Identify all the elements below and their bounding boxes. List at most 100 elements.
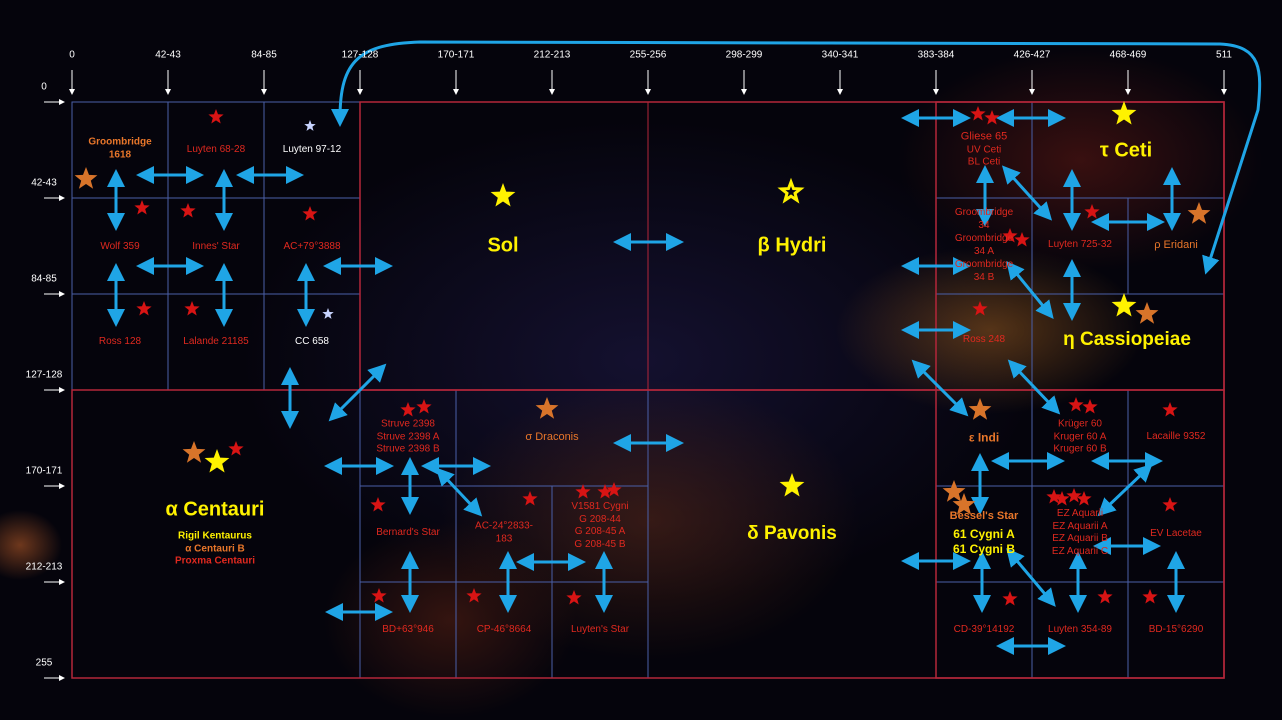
label-bernards-star: Bernard's Star [376,526,440,538]
x-tick-label: 340-341 [821,49,859,61]
red-star [972,301,988,316]
label-ac-24-2833: AC-24°2833-183 [475,520,533,545]
orange-star [968,398,992,420]
white-star [322,308,334,319]
label-alpha-centauri: α Centauri [165,498,265,521]
label-luytens-star: Luyten's Star [570,623,630,635]
label-sigma-draconis: σ Draconis [525,431,579,444]
label-luyten-97-12: Luyten 97-12 [282,143,342,155]
label-tau-ceti: τ Ceti [1099,139,1153,162]
red-star [1054,491,1070,506]
x-tick-label: 298-299 [725,49,763,61]
label-ac-79-3888: AC+79°3888 [283,240,341,252]
orange-star [74,167,98,189]
x-tick-label: 170-171 [437,49,475,61]
yellow-star [490,183,516,207]
red-star [1066,488,1082,503]
x-tick-label: 212-213 [533,49,571,61]
y-tick-label: 84-85 [31,273,57,285]
orange-star [535,397,559,419]
label-bd-63-946: BD+63°946 [382,623,434,635]
label-beta-hydri: β Hydri [757,234,827,257]
red-star [1162,402,1178,417]
orange-star [952,493,976,515]
label-luyten-354-89: Luyten 354-89 [1048,623,1112,635]
label-rho-eridani: ρ Eridani [1154,239,1198,252]
label-ross-128: Ross 128 [98,335,142,347]
red-star [522,491,538,506]
double-arrow [328,363,387,422]
label-eta-cassiopeiae: η Cassiopeiae [1063,329,1191,351]
red-star [1002,228,1018,243]
label-wolf-359: Wolf 359 [100,240,140,252]
y-tick-label: 255 [35,657,53,669]
grid-lines [71,101,1225,679]
y-tick-label: 212-213 [25,561,63,573]
red-star [400,402,416,417]
label-bd-15-6290: BD-15°6290 [1148,623,1204,635]
orange-star [1187,202,1211,224]
label-innes-star: Innes' Star [192,240,240,252]
red-star [134,200,150,215]
double-arrow [1006,548,1056,607]
x-tick-label: 383-384 [917,49,955,61]
yellow-star [779,473,805,497]
double-arrow [1001,165,1053,221]
label-delta-pavonis: δ Pavonis [747,523,837,545]
red-star [575,484,591,499]
red-star [970,106,986,121]
yellow-star [1111,293,1137,317]
y-tick-label: 42-43 [31,177,57,189]
double-arrow [1007,359,1061,415]
hollow-yellow-star [777,177,805,204]
stars [74,101,1211,606]
x-tick-label: 127-128 [341,49,379,61]
yellow-star [1111,101,1137,125]
double-arrow [911,359,969,417]
red-star [984,110,1000,125]
red-star [1082,399,1098,414]
label-epsilon-indi: ε Indi [968,430,1000,445]
red-star [566,590,582,605]
x-tick-label: 511 [1216,49,1232,61]
label-cp-46-8664: CP-46°8664 [476,623,532,635]
label-luyten-68-28: Luyten 68-28 [186,143,246,155]
orange-star [942,480,966,502]
red-star [1002,591,1018,606]
red-star [370,497,386,512]
label-cd-39-14192: CD-39°14192 [953,623,1015,635]
red-star [180,203,196,218]
red-star [1068,397,1084,412]
red-star [371,588,387,603]
x-tick-label: 0 [69,49,75,61]
x-tick-label: 468-469 [1109,49,1147,61]
orange-star [1135,302,1159,324]
double-arrow [435,467,483,517]
axis-tick-arrows [44,70,1227,681]
label-cc-658: CC 658 [295,335,329,347]
y-tick-label: 127-128 [25,369,63,381]
red-star [1014,232,1030,247]
red-star [136,301,152,316]
red-star [1097,589,1113,604]
wrap-arrow [331,40,1262,275]
yellow-star [204,449,230,473]
y-tick-label: 170-171 [25,465,63,477]
orange-star [182,441,206,463]
red-star [228,441,244,456]
red-star [1142,589,1158,604]
red-star [597,484,613,499]
x-tick-label: 426-427 [1013,49,1051,61]
double-arrow [1006,261,1054,319]
y-tick-label: 0 [41,81,47,93]
label-lalande-21185: Lalande 21185 [183,335,249,347]
